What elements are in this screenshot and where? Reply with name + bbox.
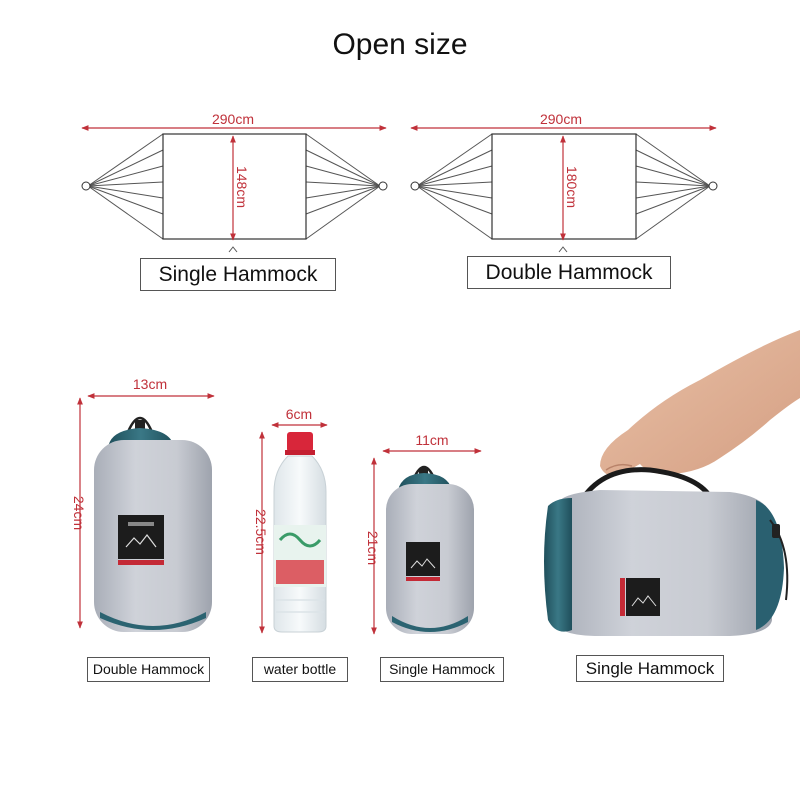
single-bag-width-label: 11cm [415,432,448,448]
double-hammock-caption: Double Hammock [467,256,671,289]
double-hammock-bag [77,393,215,632]
water-bottle [259,422,328,634]
bag-strap [575,467,715,508]
bottle-width-label: 6cm [286,406,312,422]
hand-holding-bag [544,330,800,636]
hammock-ring [708,181,718,191]
single-hammock-caption: Single Hammock [140,258,336,291]
bottle-caption: water bottle [252,657,348,682]
double-hammock-open-diagram [410,125,718,253]
hand-bag-caption: Single Hammock [576,655,724,682]
double-width-label: 180cm [564,166,580,208]
hammock-strings [416,133,711,240]
double-length-label: 290cm [540,111,582,127]
single-bag-caption: Single Hammock [380,657,504,682]
hammock-ring [378,181,388,191]
double-bag-height-label: 24cm [71,496,87,530]
single-hammock-open-diagram [81,125,388,253]
double-bag-width-label: 13cm [133,376,167,392]
hammock-ring [410,181,420,191]
hammock-bed [491,133,637,240]
single-bag-height-label: 21cm [365,531,381,565]
hand [600,330,800,476]
bottle-height-label: 22.5cm [253,509,269,555]
page-title: Open size [332,28,468,61]
double-bag-caption: Double Hammock [87,657,210,682]
hammock-strings [87,133,381,240]
single-length-label: 290cm [212,111,254,127]
hammock-ring [81,181,91,191]
single-hammock-bag [371,448,482,635]
single-width-label: 148cm [234,166,250,208]
